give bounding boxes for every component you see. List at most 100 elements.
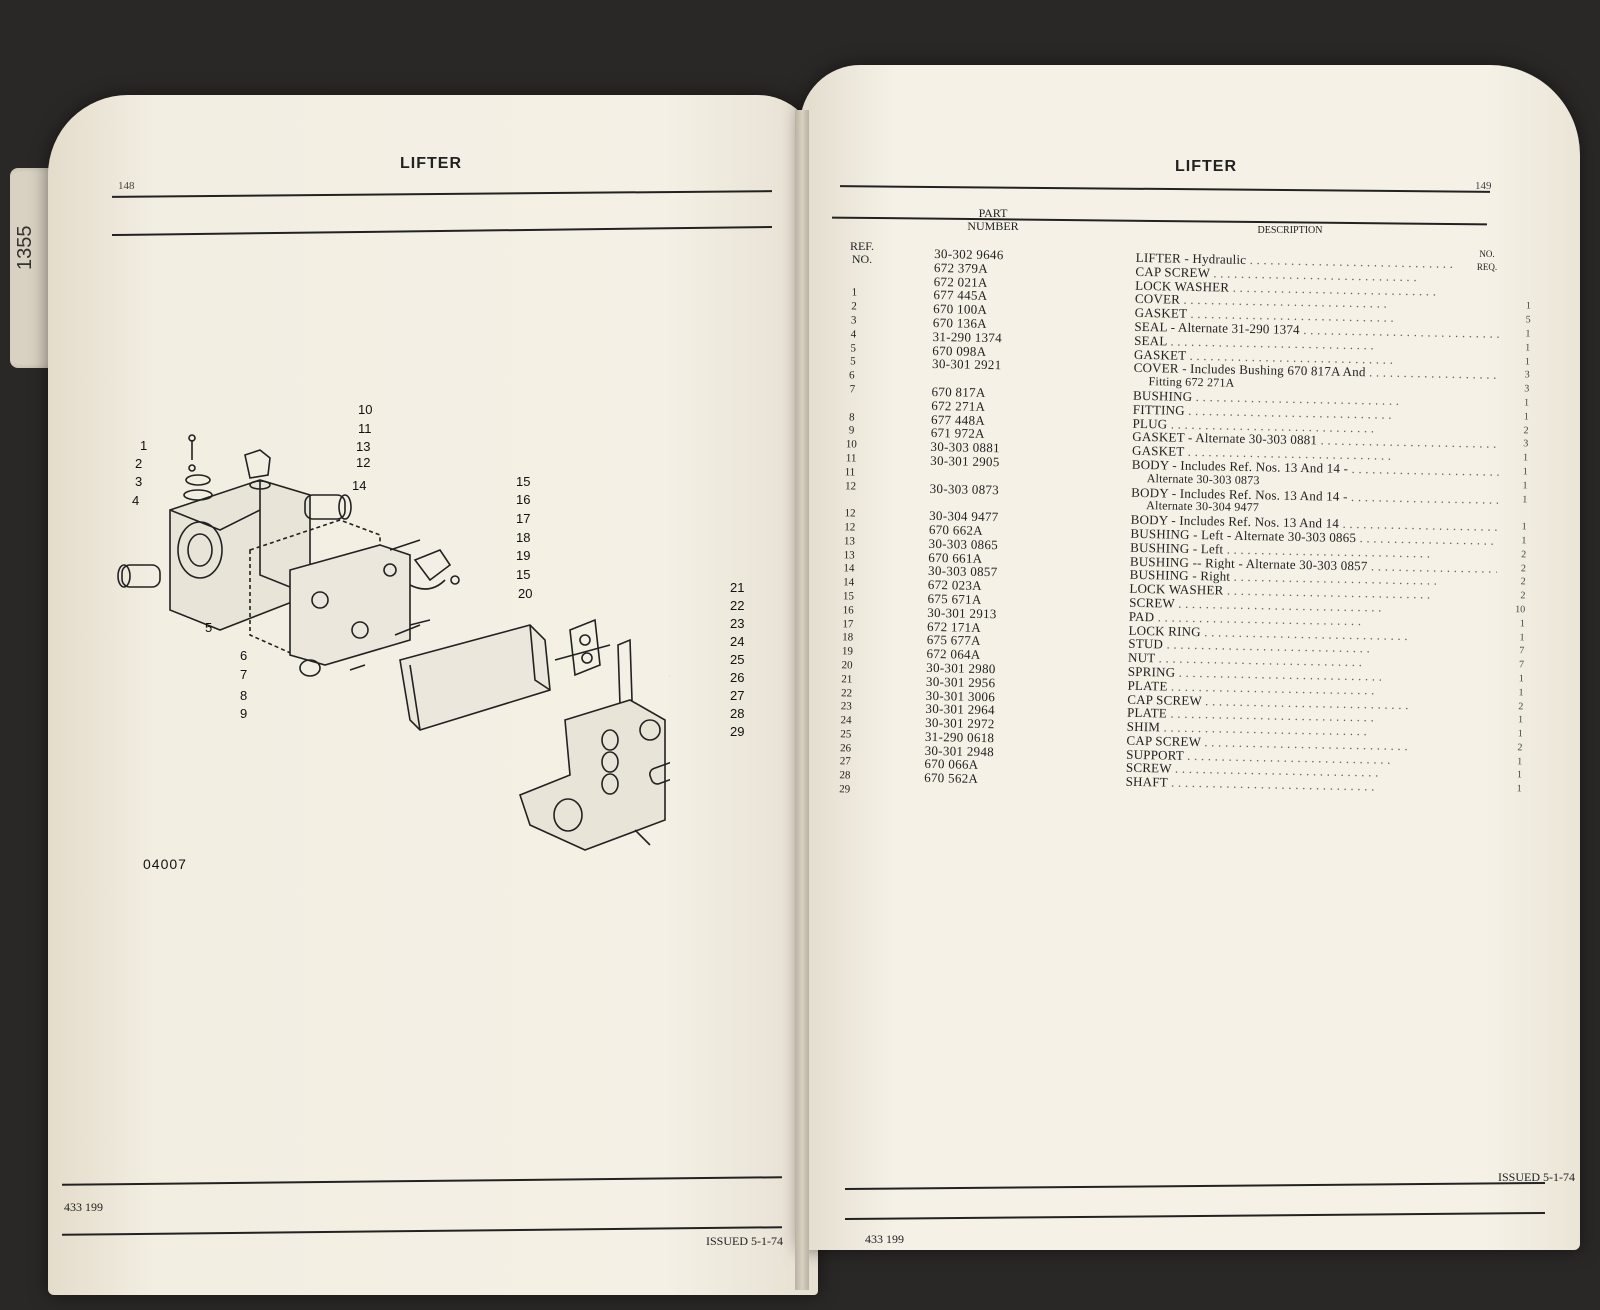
ref-number-cell: 15 <box>842 590 855 603</box>
ref-number-cell: 27 <box>839 755 851 768</box>
callout-17: 17 <box>516 511 531 526</box>
ref-number-cell: 25 <box>840 728 852 741</box>
column-ref-no: REF. NO. <box>849 239 875 266</box>
column-part-number: PART NUMBER <box>958 207 1028 233</box>
callout-20: 20 <box>518 586 533 601</box>
right-page <box>800 65 1580 1250</box>
column-number-label: NUMBER <box>967 219 1019 233</box>
callout-1: 1 <box>140 438 148 453</box>
ref-number-cell: 19 <box>841 645 853 658</box>
ref-number-cell: 24 <box>840 714 852 727</box>
callout-13: 13 <box>356 439 371 454</box>
callout-16: 16 <box>516 492 531 507</box>
column-part-label: PART <box>978 206 1008 220</box>
callout-4: 4 <box>132 493 140 508</box>
callout-28: 28 <box>730 706 745 721</box>
callout-8: 8 <box>240 688 248 703</box>
quantity-cell: 2 <box>1520 590 1526 602</box>
ref-number-cell: 1 <box>851 286 858 299</box>
quantity-cell: 1 <box>1522 452 1529 464</box>
callout-26: 26 <box>730 670 745 685</box>
callout-15: 15 <box>516 474 531 489</box>
ref-number-cell: 11 <box>845 452 857 465</box>
quantity-cell <box>1492 796 1521 810</box>
quantity-cell: 1 <box>1519 631 1525 643</box>
callout-6: 6 <box>240 648 248 663</box>
callout-18: 18 <box>516 530 531 545</box>
quantity-cell: 1 <box>1525 328 1531 340</box>
left-page-header: LIFTER <box>400 155 462 172</box>
callout-29: 29 <box>730 724 745 739</box>
right-page-header: LIFTER <box>1175 158 1237 175</box>
ref-number-cell: 6 <box>848 369 855 382</box>
callout-22: 22 <box>730 598 745 613</box>
ref-number-cell: 20 <box>841 659 853 672</box>
ref-number-cell: 12 <box>844 521 856 534</box>
callout-12: 12 <box>356 455 371 470</box>
callout-2: 2 <box>135 456 143 471</box>
ref-number-cell: 5 <box>850 355 856 368</box>
ref-number-cell: 22 <box>840 686 853 699</box>
ref-number-cell: 14 <box>843 562 855 575</box>
ref-number-cell: 9 <box>848 424 855 437</box>
quantity-cell: 1 <box>1519 617 1525 630</box>
callout-5: 5 <box>205 620 213 635</box>
quantity-cell: 10 <box>1515 604 1526 616</box>
quantity-cell: 3 <box>1523 438 1529 450</box>
ref-number-cell: 21 <box>841 672 853 686</box>
callout-27: 27 <box>730 688 745 703</box>
ref-number-cell: 29 <box>839 783 851 796</box>
quantity-cell: 1 <box>1525 300 1532 312</box>
ref-number-cell <box>827 493 872 508</box>
book-spine <box>795 110 809 1290</box>
ref-number-cell: 5 <box>850 341 857 355</box>
quantity-cell: 1 <box>1516 769 1523 781</box>
ref-number-cell: 12 <box>844 479 857 493</box>
quantity-cell: 1 <box>1516 783 1522 795</box>
quantity-cell <box>1499 506 1527 520</box>
callout-24: 24 <box>730 634 745 649</box>
callout-11: 11 <box>358 421 372 436</box>
ref-number-cell <box>832 245 879 260</box>
quantity-cell: 1 <box>1517 755 1523 768</box>
column-no-req: NO. REQ. <box>1476 249 1498 272</box>
ref-number-cell: 8 <box>849 410 855 424</box>
callout-15-repeat: 15 <box>516 567 531 582</box>
ref-number-cell: 2 <box>851 300 857 313</box>
quantity-cell <box>1502 285 1531 299</box>
quantity-cell: 3 <box>1524 369 1530 381</box>
left-page-number: 148 <box>118 180 135 192</box>
left-footer-issued: ISSUED 5-1-74 <box>706 1234 783 1248</box>
quantity-cell: 1 <box>1522 466 1528 478</box>
quantity-cell: 1 <box>1524 355 1530 367</box>
quantity-cell: 2 <box>1520 576 1526 588</box>
column-description: DESCRIPTION <box>1257 225 1323 236</box>
ref-number-cell: 16 <box>842 603 854 617</box>
ref-number-cell: 11 <box>844 466 856 479</box>
quantity-cell: 1 <box>1522 480 1528 492</box>
quantity-cell: 1 <box>1523 397 1530 409</box>
lifter-exploded-diagram <box>117 434 670 851</box>
callout-21: 21 <box>730 580 745 595</box>
ref-number-cell: 12 <box>844 507 856 520</box>
quantity-cell: 1 <box>1517 714 1524 726</box>
ref-number-cell: 17 <box>842 617 854 630</box>
quantity-cell: 2 <box>1523 424 1529 436</box>
ref-number-cell: 7 <box>849 383 856 396</box>
quantity-cell: 2 <box>1517 742 1523 754</box>
ref-number-cell: 13 <box>843 535 856 548</box>
quantity-cell <box>1503 258 1532 272</box>
ref-number-cell: 28 <box>839 769 851 782</box>
quantity-cell: 1 <box>1525 342 1531 354</box>
quantity-cell: 1 <box>1518 673 1524 685</box>
callout-23: 23 <box>730 616 745 631</box>
right-page-number: 149 <box>1475 180 1492 192</box>
quantity-cell: 5 <box>1525 314 1531 326</box>
ref-number-cell: 3 <box>850 314 857 327</box>
callout-19: 19 <box>516 548 531 563</box>
quantity-cell: 1 <box>1521 535 1527 547</box>
ref-number-cell: 13 <box>843 548 855 562</box>
quantity-cell: 2 <box>1518 700 1524 712</box>
ref-number-cell: 18 <box>842 631 854 644</box>
